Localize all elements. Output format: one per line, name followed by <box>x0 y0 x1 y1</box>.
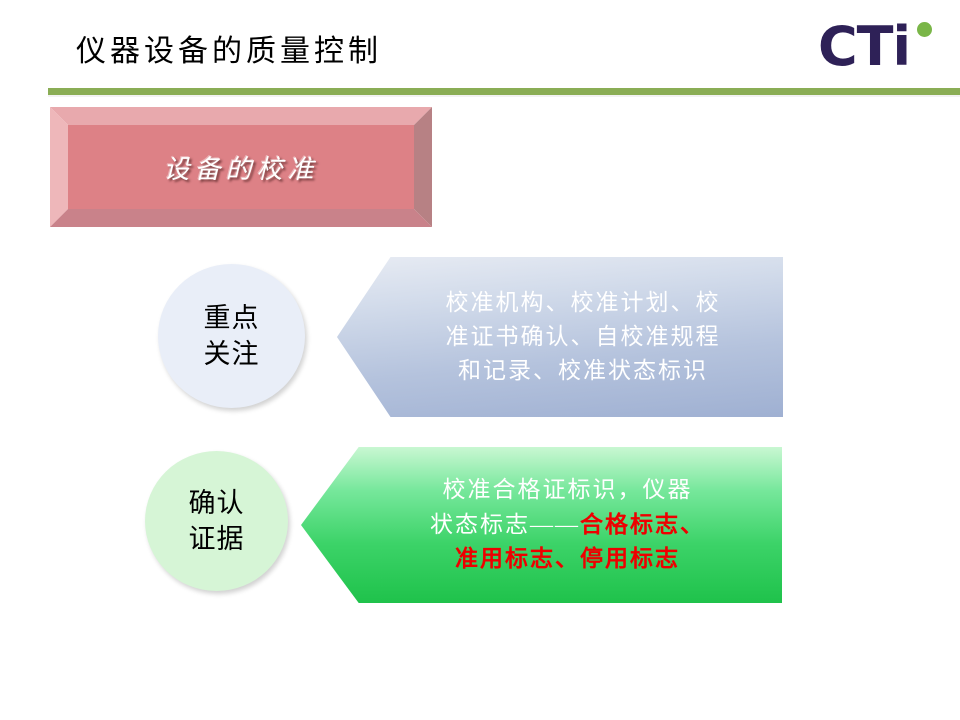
evidence-line-2-highlight: 合格标志、 <box>580 511 705 538</box>
banner-fill <box>68 125 414 209</box>
banner-bevel-left <box>50 107 68 227</box>
evidence-line-2: 状态标志——合格标志、 <box>430 508 705 543</box>
evidence-circle-label-line1: 确认 <box>188 487 245 518</box>
page-title: 仪器设备的质量控制 <box>76 35 382 68</box>
focus-arrow-panel: 校准机构、校准计划、校 准证书确认、自校准规程 和记录、校准状态标识 <box>337 257 783 417</box>
title-divider-rule <box>48 88 960 95</box>
focus-circle-label-line1: 重点 <box>203 302 260 333</box>
evidence-arrow-text: 校准合格证标识，仪器 状态标志——合格标志、 准用标志、停用标志 <box>301 447 782 603</box>
evidence-line-2-white: 状态标志—— <box>430 511 580 537</box>
evidence-line-3-highlight: 准用标志、停用标志 <box>455 546 680 573</box>
banner-bevel-top <box>50 107 432 125</box>
banner-bevel-bottom <box>50 209 432 227</box>
focus-line-3: 和记录、校准状态标识 <box>458 358 708 384</box>
green-dot-icon <box>917 22 932 37</box>
evidence-arrow-panel: 校准合格证标识，仪器 状态标志——合格标志、 准用标志、停用标志 <box>301 447 782 603</box>
evidence-circle-label-line2: 证据 <box>188 524 245 554</box>
focus-line-1: 校准机构、校准计划、校 <box>445 289 721 315</box>
banner-bevel-right <box>414 107 432 227</box>
focus-circle-label-line2: 关注 <box>203 339 260 369</box>
evidence-line-1: 校准合格证标识，仪器 <box>442 477 693 503</box>
focus-line-2: 准证书确认、自校准规程 <box>445 323 721 349</box>
banner-label: 设备的校准 <box>163 154 319 184</box>
title-divider-shadow <box>48 95 960 97</box>
section-banner: 设备的校准 <box>50 107 432 227</box>
cti-logo-text: CTi <box>818 15 911 78</box>
focus-circle-badge: 重点 关注 <box>158 264 305 408</box>
focus-arrow-text: 校准机构、校准计划、校 准证书确认、自校准规程 和记录、校准状态标识 <box>337 257 783 417</box>
cti-logo: CTi <box>818 20 938 80</box>
evidence-circle-badge: 确认 证据 <box>145 451 288 591</box>
